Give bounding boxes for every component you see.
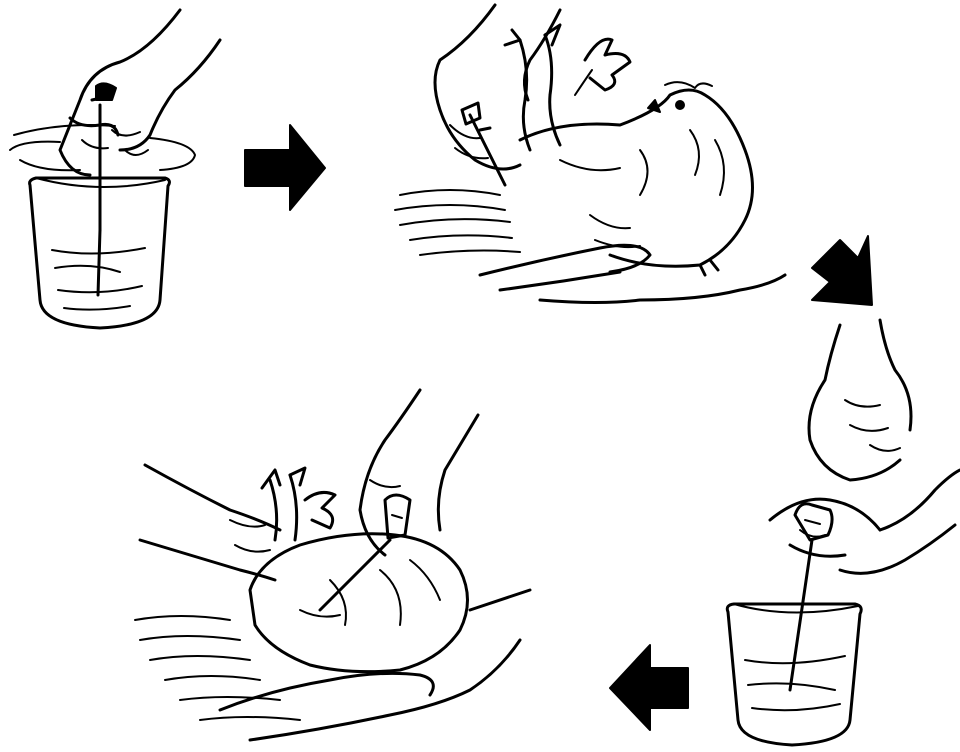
- syringe-icon: [462, 103, 505, 185]
- hand-injecting: [360, 390, 478, 555]
- arrow-down-right-icon: [812, 236, 872, 305]
- panel-step-4: [135, 390, 530, 740]
- syringe-icon: [92, 83, 116, 295]
- panel-step-1: [10, 10, 220, 328]
- wing-feathers: [135, 616, 300, 720]
- beaker-icon: [727, 604, 861, 745]
- arrow-left-icon: [610, 645, 688, 730]
- wing-feathers: [395, 190, 520, 255]
- hand-holding-syringe-top: [809, 320, 911, 480]
- panel-step-3: [727, 320, 960, 745]
- hand-holding-legs: [140, 465, 280, 580]
- panel-step-2: [395, 5, 785, 303]
- hand-injecting: [435, 5, 560, 169]
- hand-holding-syringe: [60, 10, 220, 175]
- chicken-legs-icon: [262, 468, 335, 540]
- chicken-icon: [250, 534, 468, 672]
- arrow-right-icon: [245, 125, 325, 210]
